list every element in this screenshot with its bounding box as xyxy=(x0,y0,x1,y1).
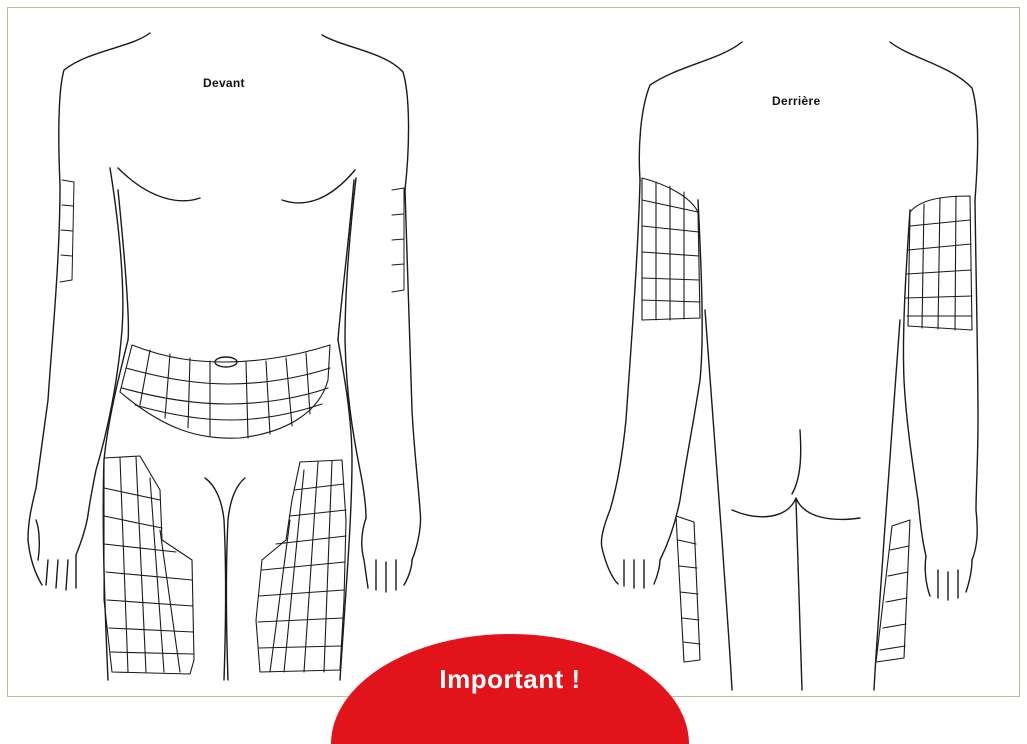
important-banner-text: Important ! xyxy=(331,664,689,695)
back-right-upper-arm-grid xyxy=(906,196,972,330)
front-right-thigh-grid xyxy=(256,460,346,672)
back-view-label: Derrière xyxy=(772,94,820,108)
back-left-leg-grid xyxy=(676,516,700,662)
front-left-thigh-grid xyxy=(104,456,194,674)
front-body-outline xyxy=(28,33,421,680)
body-diagram xyxy=(0,0,1027,704)
front-view-label: Devant xyxy=(203,76,245,90)
front-abdomen-grid xyxy=(120,345,330,438)
back-body-outline xyxy=(601,42,978,690)
back-left-upper-arm-grid xyxy=(642,178,700,320)
